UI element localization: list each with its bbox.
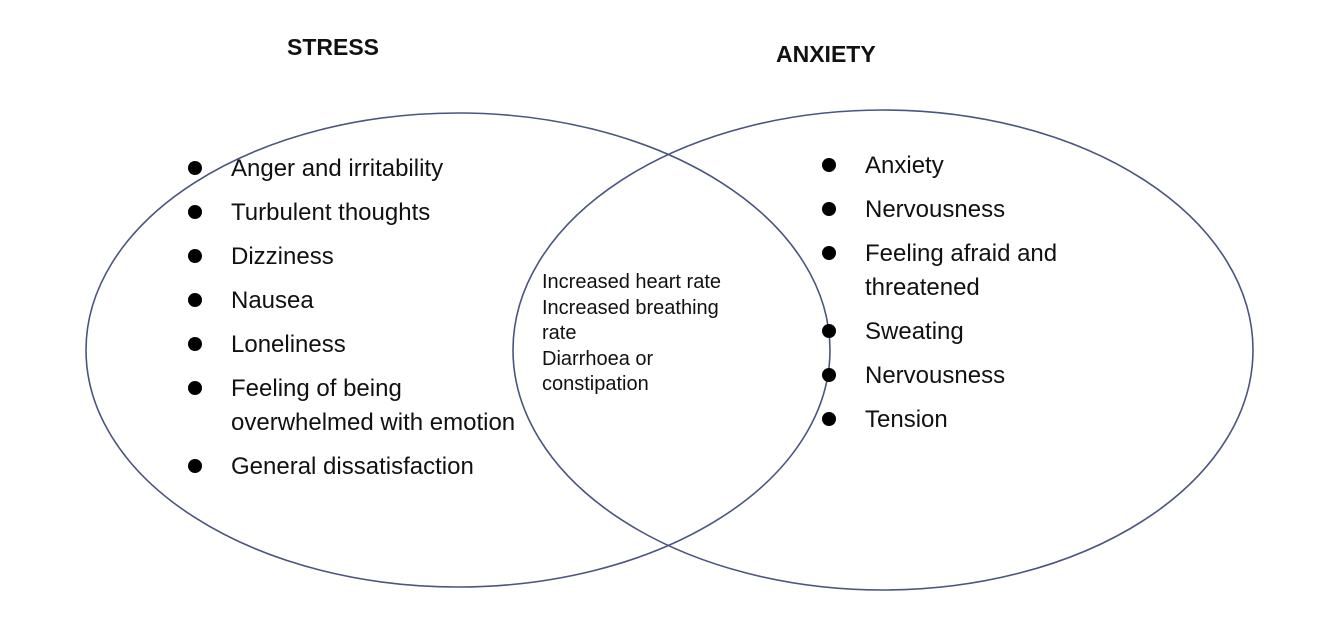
list-item: Loneliness xyxy=(186,328,515,362)
bullet-icon xyxy=(188,205,202,219)
bullet-icon xyxy=(188,337,202,351)
list-item: Feeling of being overwhelmed with emotio… xyxy=(186,372,515,440)
bullet-icon xyxy=(188,381,202,395)
list-item-label: Loneliness xyxy=(231,331,346,358)
list-item-label: Dizziness xyxy=(231,243,334,270)
stress-symptom-list: Anger and irritability Turbulent thought… xyxy=(186,152,515,494)
bullet-icon xyxy=(188,249,202,263)
anxiety-title: ANXIETY xyxy=(776,41,876,67)
list-item-label: Feeling afraid and threatened xyxy=(865,240,1058,301)
list-item: Increased heart rate xyxy=(542,271,721,293)
bullet-icon xyxy=(822,368,836,382)
bullet-icon xyxy=(188,459,202,473)
shared-symptom-list: Increased heart rate Increased breathing… xyxy=(542,270,792,398)
list-item-label: Tension xyxy=(865,406,948,433)
list-item: Increased breathing rate xyxy=(542,296,719,345)
stress-circle xyxy=(85,112,831,588)
list-item: Diarrhoea or constipation xyxy=(542,347,654,396)
list-item: Sweating xyxy=(820,315,1057,349)
anxiety-circle xyxy=(512,109,1254,591)
list-item: Tension xyxy=(820,403,1057,437)
list-item: Anger and irritability xyxy=(186,152,515,186)
list-item: Anxiety xyxy=(820,149,1057,183)
list-item-label: Nausea xyxy=(231,287,314,314)
bullet-icon xyxy=(822,412,836,426)
bullet-icon xyxy=(822,246,836,260)
list-item-label: Feeling of being overwhelmed with emotio… xyxy=(231,375,516,436)
list-item: Nervousness xyxy=(820,359,1057,393)
list-item: Feeling afraid and threatened xyxy=(820,237,1057,305)
list-item-label: General dissatisfaction xyxy=(231,453,474,480)
bullet-icon xyxy=(822,202,836,216)
bullet-icon xyxy=(822,158,836,172)
list-item: Nervousness xyxy=(820,193,1057,227)
list-item: Turbulent thoughts xyxy=(186,196,515,230)
bullet-icon xyxy=(188,293,202,307)
anxiety-symptom-list: Anxiety Nervousness Feeling afraid and t… xyxy=(820,149,1057,447)
list-item-label: Nervousness xyxy=(865,362,1006,389)
list-item-label: Nervousness xyxy=(865,196,1006,223)
bullet-icon xyxy=(822,324,836,338)
list-item-label: Anger and irritability xyxy=(231,155,444,182)
list-item: General dissatisfaction xyxy=(186,450,515,484)
stress-title: STRESS xyxy=(287,34,380,60)
list-item-label: Anxiety xyxy=(865,152,944,179)
list-item: Nausea xyxy=(186,284,515,318)
list-item: Dizziness xyxy=(186,240,515,274)
list-item-label: Sweating xyxy=(865,318,964,345)
list-item-label: Turbulent thoughts xyxy=(231,199,431,226)
bullet-icon xyxy=(188,161,202,175)
